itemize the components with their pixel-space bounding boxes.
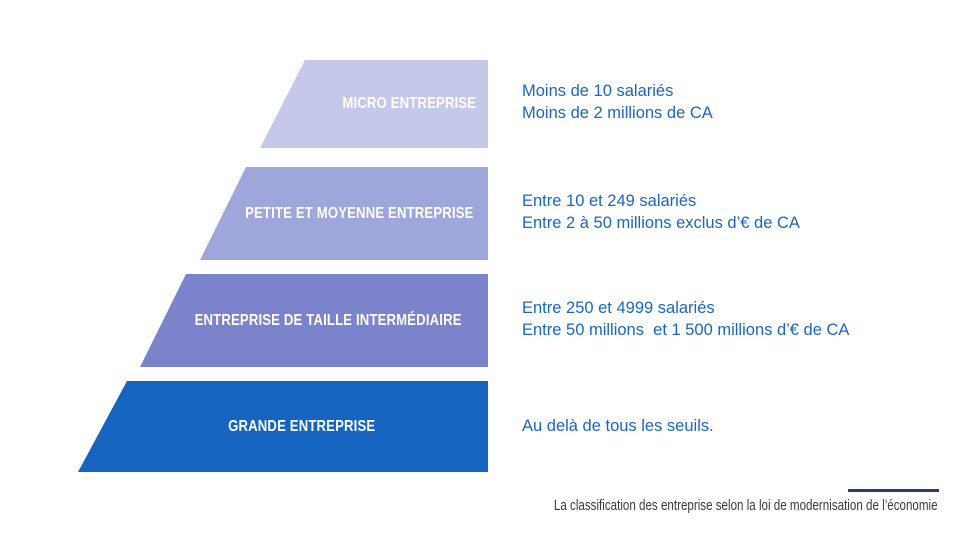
- tier-eti: ENTREPRISE DE TAILLE INTERMÉDIAIRE: [140, 274, 488, 367]
- tier-micro-entreprise: MICRO ENTREPRISE: [260, 60, 488, 148]
- tier-label: ENTREPRISE DE TAILLE INTERMÉDIAIRE: [194, 311, 462, 329]
- tier-description-micro: Moins de 10 salariés Moins de 2 millions…: [522, 80, 713, 124]
- description-line: Entre 10 et 249 salariés: [522, 192, 697, 210]
- caption: La classification des entreprise selon l…: [554, 498, 938, 514]
- description-line: Au delà de tous les seuils.: [522, 417, 714, 435]
- tier-label: PETITE ET MOYENNE ENTREPRISE: [245, 204, 474, 222]
- tier-label: MICRO ENTREPRISE: [342, 95, 476, 112]
- tier-pme: PETITE ET MOYENNE ENTREPRISE: [200, 167, 488, 260]
- description-line: Entre 50 millions et 1 500 millions d’€ …: [522, 321, 850, 339]
- tier-label: GRANDE ENTREPRISE: [228, 417, 376, 435]
- description-line: Moins de 2 millions de CA: [522, 104, 713, 122]
- tier-description-pme: Entre 10 et 249 salariés Entre 2 à 50 mi…: [522, 190, 800, 234]
- description-line: Entre 250 et 4999 salariés: [522, 299, 715, 317]
- tier-description-eti: Entre 250 et 4999 salariés Entre 50 mill…: [522, 297, 849, 341]
- tier-grande-entreprise: GRANDE ENTREPRISE: [78, 381, 488, 472]
- description-line: Entre 2 à 50 millions exclus d’€ de CA: [522, 214, 800, 232]
- description-line: Moins de 10 salariés: [522, 82, 674, 100]
- caption-rule: [848, 489, 939, 492]
- tier-description-grande: Au delà de tous les seuils.: [522, 415, 714, 437]
